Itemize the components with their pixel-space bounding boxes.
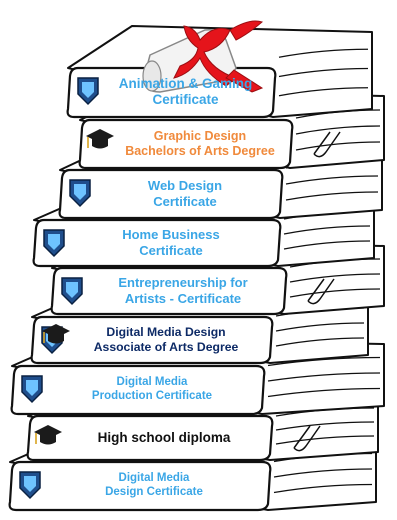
book-label-animation-gaming: Animation & Gaming Certificate (102, 76, 269, 108)
bookmark-ribbon (307, 278, 335, 305)
book-label-line: High school diploma (97, 429, 231, 445)
book-label-line: Animation & Gaming (118, 76, 253, 92)
page-edge-line (273, 483, 373, 494)
book-label-line: Digital Media Design (106, 325, 226, 340)
book-label-digital-media-design-aa: Digital Media Design Associate of Arts D… (66, 325, 266, 354)
bookmark-ribbon (293, 425, 321, 452)
book-label-line: Artists - Certificate (124, 290, 242, 306)
diploma-scroll-end (142, 60, 162, 92)
book-label-digital-media-design-cert: Digital Media Design Certificate (44, 472, 264, 500)
book-spine (26, 414, 274, 462)
page-edge-line (278, 48, 369, 58)
shield-inner-icon (24, 476, 36, 492)
book-label-line: Bachelors of Arts Degree (125, 144, 275, 158)
ribbon-tails (225, 20, 264, 93)
book-label-graphic-design: Graphic Design Bachelors of Arts Degree (114, 129, 286, 159)
book-label-line: Digital Media (116, 376, 188, 389)
shield-inner-icon (74, 184, 86, 200)
book-label-line: Design Certificate (105, 485, 203, 498)
graduation-cap-base (92, 139, 108, 149)
shield-inner-icon (48, 234, 60, 250)
book-spine (10, 364, 266, 416)
book-label-web-design: Web Design Certificate (94, 178, 276, 209)
book-label-line: Home Business (122, 227, 220, 243)
book-spine (50, 266, 288, 316)
page-edge-line (285, 175, 379, 185)
page-edge-line (278, 67, 369, 78)
page-edge-line (295, 125, 381, 135)
book-spine (32, 218, 282, 268)
book-label-line: Associate of Arts Degree (93, 340, 239, 354)
page-edge-line (295, 141, 381, 151)
book-spine (30, 315, 274, 365)
book-spine (8, 460, 272, 512)
book-label-entrepreneurship: Entrepreneurship for Artists - Certifica… (86, 275, 280, 306)
shield-inner-icon (66, 282, 78, 298)
shield-inner-icon (82, 82, 94, 98)
page-edge-line (283, 240, 371, 250)
book-label-line: Certificate (153, 193, 217, 209)
book-label-home-business: Home Business Certificate (68, 227, 274, 258)
book-label-line: Web Design (147, 178, 223, 194)
page-edge-line (267, 372, 381, 382)
page-edge-line (289, 273, 381, 283)
book-label-digital-media-production: Digital Media Production Certificate (46, 376, 258, 404)
page-edge-line (283, 225, 371, 235)
book-label-line: Certificate (152, 92, 219, 108)
page-edge-line (267, 387, 381, 398)
book-spine (78, 118, 294, 170)
bookmark-ribbon (313, 131, 341, 158)
page-edge-line (278, 87, 369, 97)
book-label-line: Production Certificate (91, 389, 213, 402)
book-label-high-school-diploma: High school diploma (62, 430, 266, 446)
graduation-cap-base (40, 435, 56, 445)
rolled-diploma-with-ribbon-icon (142, 20, 264, 93)
page-edge-line (289, 288, 381, 298)
page-edge-line (273, 468, 373, 478)
page-edge-line (275, 337, 365, 347)
book-label-line: Graphic Design (153, 129, 247, 143)
book-spine (58, 168, 284, 220)
book-pages-layer (8, 25, 385, 512)
page-edge-line (275, 322, 365, 332)
page-edge-line (285, 191, 379, 201)
page-edge-line (275, 435, 375, 445)
book-label-line: Entrepreneurship for (118, 275, 248, 291)
page-edge-line (275, 421, 375, 431)
graduation-cap-base (48, 334, 64, 344)
shield-inner-icon (26, 380, 38, 396)
ribbon-bow (173, 25, 238, 87)
book-label-line: Certificate (139, 242, 203, 258)
book-label-line: Digital Media (118, 472, 190, 485)
